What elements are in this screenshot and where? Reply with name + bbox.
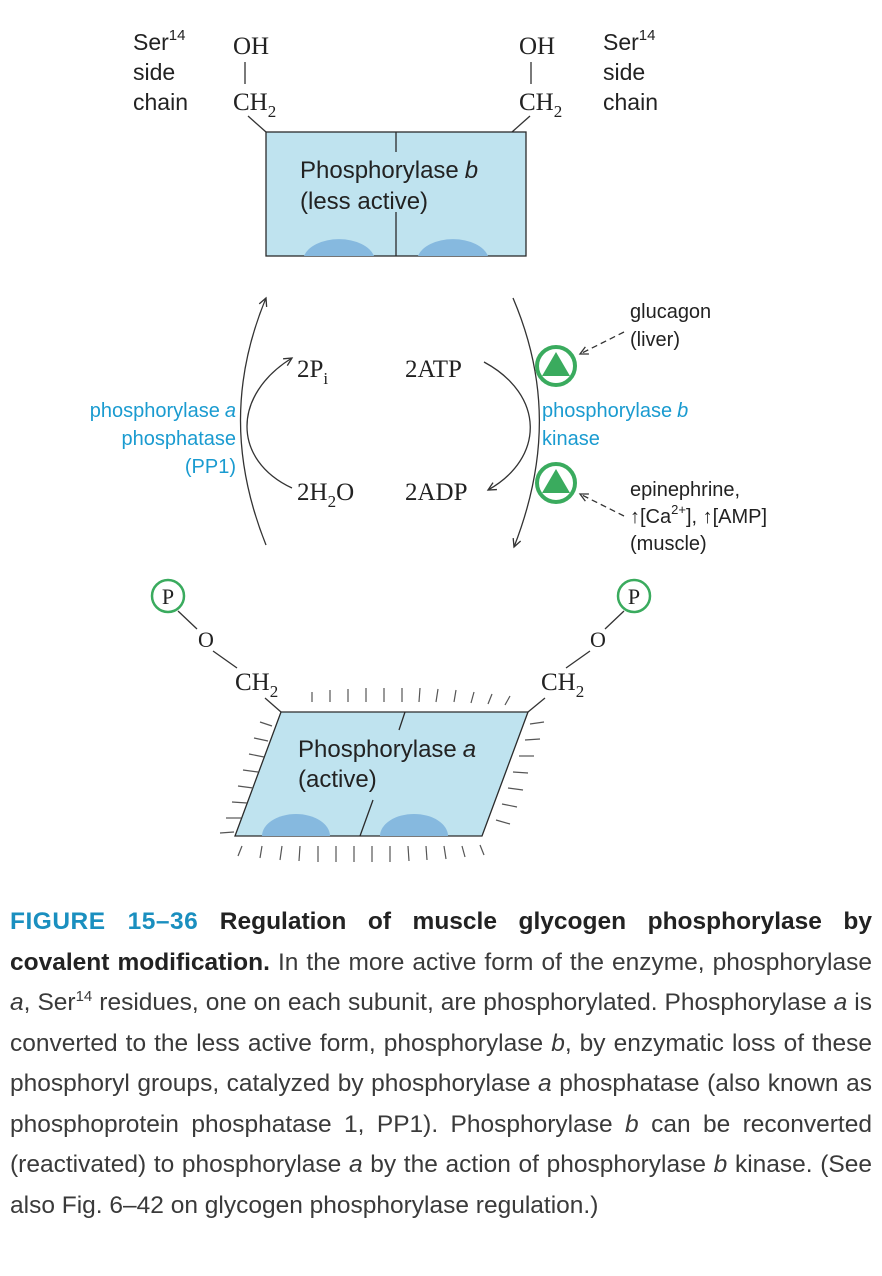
caption-text-6: phosphatase (also known as phosphoprotei… [10, 1070, 872, 1138]
activator-icon-glucagon [535, 345, 577, 387]
caption-text-7: can be reconverted (reactivated) to phos… [10, 1110, 872, 1179]
phosphatase-label-line2: phosphatase [121, 428, 236, 450]
right-oh-label: OH [519, 33, 555, 60]
caption-text-4: is converted to the less active form, ph… [10, 989, 872, 1057]
phosphorylase-a-box [234, 711, 529, 837]
water-to-phosphate-arrow [246, 357, 294, 489]
caption-text-3: residues, one on each subunit, are phosp… [99, 989, 827, 1016]
water-label: 2H2O [297, 479, 354, 511]
caption-italic-b2: b [625, 1110, 639, 1138]
caption-text-5: , by enzymatic loss of these phosphoryl … [10, 1029, 872, 1098]
figure-caption: FIGURE 15–36 Regulation of muscle glycog… [10, 902, 872, 1226]
right-oxygen-label: O [590, 627, 606, 652]
phosphatase-label-line3: (PP1) [185, 456, 236, 478]
epinephrine-label: epinephrine, [630, 479, 740, 501]
left-chain-label: chain [133, 89, 188, 115]
caption-superscript: 14 [75, 987, 93, 1005]
left-ch2-bottom-label: CH2 [235, 669, 278, 701]
figure-title: Regulation of muscle glycogen phosphoryl… [10, 908, 873, 976]
adp-label: 2ADP [405, 479, 468, 506]
activator-icon-epinephrine [535, 462, 577, 504]
subunit-dome-left-a [262, 814, 330, 836]
glucagon-arrow [578, 331, 625, 355]
atp-label: 2ATP [405, 356, 462, 383]
phosphorylation-arrow [512, 297, 540, 549]
subunit-dome-left [304, 239, 374, 256]
caption-text-2: , Ser [23, 989, 76, 1016]
phosphorylase-b-group: Ser14 side chain OH CH2 OH CH2 Ser14 sid… [133, 27, 658, 257]
right-ch2-label: CH2 [519, 89, 562, 121]
subunit-dome-right-a [380, 814, 448, 836]
right-phosphate-icon: P [616, 578, 652, 614]
calcium-amp-label: ↑[Ca2+], ↑[AMP] [630, 502, 767, 528]
subunit-dome-right [418, 239, 488, 256]
caption-italic-a1: a [10, 989, 24, 1016]
left-phosphate-icon: P [150, 578, 186, 614]
phosphate-label: 2Pi [297, 356, 328, 388]
right-side-label: side [603, 59, 645, 85]
svg-text:P: P [162, 584, 174, 609]
kinase-label-line2: kinase [542, 428, 600, 450]
left-side-label: side [133, 59, 175, 85]
phosphorylase-a-state: (active) [298, 766, 377, 793]
activity-ticks [219, 687, 545, 862]
caption-italic-a2: a [833, 989, 848, 1016]
muscle-label: (muscle) [630, 533, 707, 555]
caption-text-1: In the more active form of the enzyme, p… [277, 948, 872, 976]
right-chain-label: chain [603, 89, 658, 115]
phosphorylase-b-state: (less active) [300, 188, 428, 215]
glucagon-label: glucagon [630, 301, 711, 323]
left-oxygen-label: O [198, 627, 214, 652]
right-ser14-label: Ser14 [603, 27, 655, 55]
left-ch2-label: CH2 [233, 89, 276, 121]
phosphorylase-regulation-diagram: Ser14 side chain OH CH2 OH CH2 Ser14 sid… [90, 27, 767, 862]
caption-italic-a3: a [538, 1070, 552, 1097]
right-ch2-bottom-label: CH2 [541, 669, 584, 701]
caption-italic-b1: b [551, 1029, 565, 1057]
left-ser14-label: Ser14 [133, 27, 185, 55]
caption-italic-b3: b [713, 1151, 728, 1178]
caption-text-9: kinase. (See also Fig. 6–42 on glycogen … [10, 1151, 873, 1219]
glucagon-tissue-label: (liver) [630, 329, 680, 351]
left-oh-label: OH [233, 33, 269, 60]
caption-text-8: by the action of phosphorylase [370, 1151, 706, 1178]
svg-text:P: P [628, 584, 640, 609]
dephosphorylation-arrow [239, 296, 268, 546]
atp-to-adp-arrow [483, 361, 531, 491]
epinephrine-arrow [578, 493, 625, 517]
figure-label: FIGURE 15–36 [10, 908, 199, 935]
caption-italic-a4: a [348, 1151, 363, 1178]
